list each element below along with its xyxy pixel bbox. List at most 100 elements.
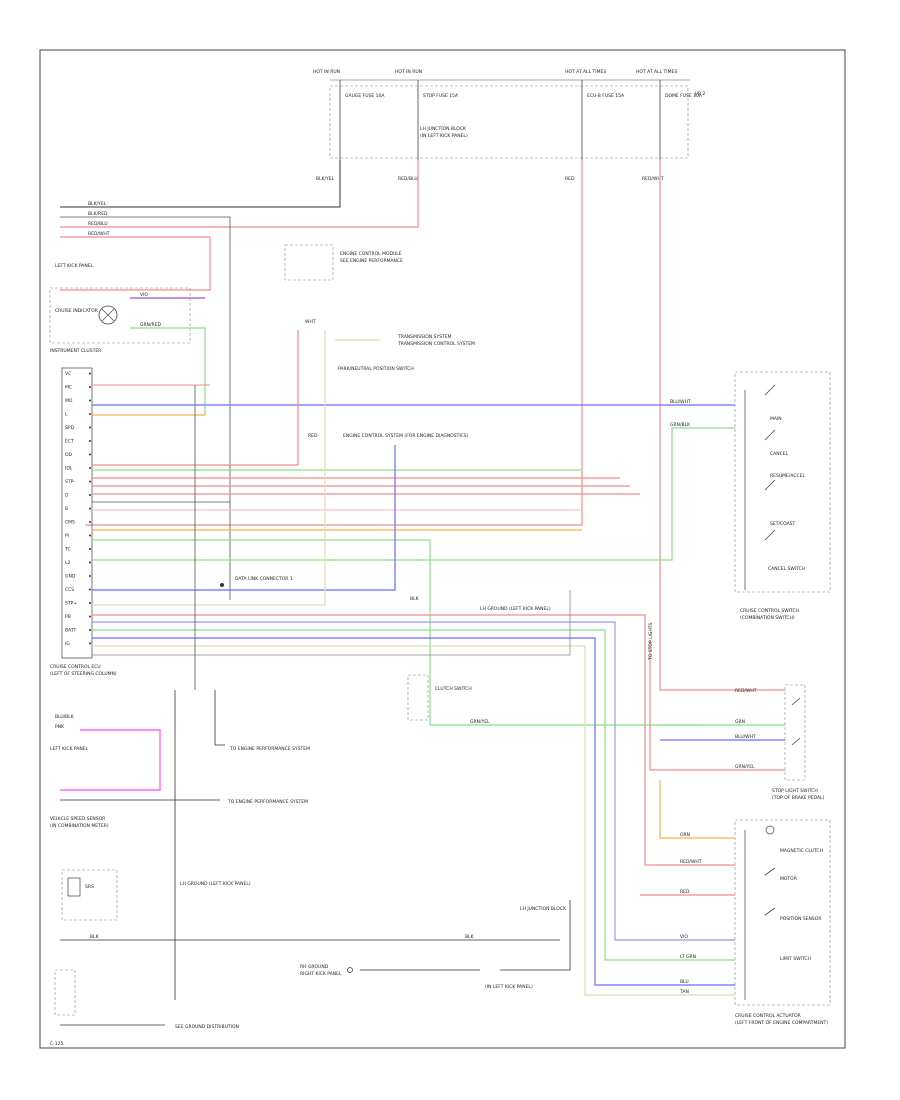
ecu-pin-label: PB [65,614,71,620]
feed-wires [60,160,785,691]
label-clutch-switch: CLUTCH SWITCH [435,686,472,692]
label-magnet-clutch: MAGNETIC CLUTCH [780,848,823,854]
wire-code-blk-lower-2: BLK [465,934,475,940]
wire-code-pnk-lower: PNK [55,724,65,730]
label-main-switch: MAIN [770,416,782,422]
label-cancel-switch: CANCEL [770,451,789,457]
ecu-pin-terminal [89,548,91,550]
label-instrument-cluster: INSTRUMENT CLUSTER [50,348,101,354]
svg-text:ECU-B FUSE 15A: ECU-B FUSE 15A [587,93,625,99]
wire-code-blu-wht-main: BLU/WHT [670,399,691,405]
wire-code-stop-4: GRN/YEL [735,764,755,770]
stop-light-switch: STOP LIGHT SWITCH (TOP OF BRAKE PEDAL) R… [648,623,825,801]
label-neutral-start: PARK/NEUTRAL POSITION SWITCH [338,366,414,372]
ecu-pin-terminal [89,386,91,388]
svg-text:STOP FUSE 15A: STOP FUSE 15A [423,93,459,99]
wire-code-blk-yel-top: BLK/YEL [316,176,335,182]
label-trans-control-system: TRANSMISSION CONTROL SYSTEM [397,341,475,347]
wire-rh-to-junction [500,900,571,971]
ecu-pin-label: TC [64,547,71,553]
label-to-engine-perf-2: TO ENGINE PERFORMANCE SYSTEM [229,746,310,752]
ecu-pin-label: OD [65,452,73,458]
label-cancel-switch-lower: CANCEL SWITCH [768,566,805,572]
ecu-pin-label: STP+ [65,601,77,607]
cruise-switch-outline [734,371,831,593]
stop-fuse: STOP FUSE 15A [417,80,459,160]
wire-code-act-5: LT GRN [680,954,696,960]
label-jb-fuse-lower: (IN LEFT KICK PANEL) [485,984,533,990]
wire-code-grn-red-cluster: GRN/RED [140,322,161,328]
wire-ecu-tan-dlc [92,330,326,606]
srs-module-outline [61,869,118,921]
wire-code-bundle-4: RED/WHT [88,231,110,237]
label-cruise-ecu-location: (LEFT OF STEERING COLUMN) [50,671,117,677]
label-hot-in-run-b: HOT IN RUN [395,69,422,75]
rh-ground-point-icon [347,967,353,973]
ecu-pin-terminal [89,426,91,429]
ecu-pin-terminal [89,507,91,510]
ecu-pin-label: CMS [65,520,75,526]
wire-stop-feed [60,160,419,228]
wire-code-bundle-3: RED/BLU [88,221,108,227]
ecu-pin-terminal [89,575,91,577]
label-rh-ground: RH GROUND [300,964,329,970]
ecu-connector-block [61,367,93,659]
label-right-kick-panel: RIGHT KICK PANEL [300,971,342,977]
wire-ecu-green-actuator-2 [92,629,700,961]
label-ecm: ENGINE CONTROL MODULE [340,251,402,257]
ecu-pin-label: CCS [65,587,74,593]
wire-code-wht-ecm: WHT [305,319,316,325]
wire-ecu-green-switch [92,427,735,561]
cluster-feed-bundle: BLK/YEL BLK/RED RED/BLU RED/WHT LEFT KIC… [55,201,231,600]
data-link-connector: DATA LINK CONNECTOR 1 [220,576,293,587]
wire-code-grn-yel: GRN/YEL [470,719,490,725]
label-jb2: J/B 2 [694,91,705,97]
engine-control-module: ENGINE CONTROL MODULE SEE ENGINE PERFORM… [284,244,475,439]
label-actuator-location: (LEFT FRONT OF ENGINE COMPARTMENT) [735,1020,828,1026]
wire-code-blk-lower-1: BLK [90,934,100,940]
ecu-pin-terminal [89,372,91,375]
diagram-frame [39,49,846,1049]
wire-code-vio-cluster: VIO [140,292,148,298]
label-motor: MOTOR [780,876,797,882]
wire-stop-red [649,640,785,771]
ecu-pin-label: VC [65,371,71,377]
label-to-stop-lamps: TO STOP LIGHTS [648,623,654,661]
wire-ecu-violet-actuator [92,621,700,941]
ecu-pin-terminal [89,413,91,415]
cruise-control-actuator: MAGNETIC CLUTCH MOTOR POSITION SENSOR LI… [640,780,831,1026]
label-hot-in-run-a: HOT IN RUN [313,69,340,75]
label-engine-control-system: ENGINE CONTROL SYSTEM (FOR ENGINE DIAGNO… [343,433,469,439]
resume-switch-contact [764,479,776,491]
ecu-pin-list: VCMCMOLSPDECTODIDLSTP-DBCMSPITCL2GNDCCSS… [64,371,91,647]
main-switch-contact [764,384,776,396]
dlc-terminal-icon [220,583,224,587]
wire-code-stop-2: GRN [735,719,745,725]
label-cruise-control-actuator: CRUISE CONTROL ACTUATOR [735,1013,801,1019]
ecu-pin-label: ECT [65,439,74,445]
ecu-pin-label: L2 [65,560,71,566]
wire-ecu-tc [92,330,299,466]
wire-ecu-to-engine [214,690,225,746]
label-left-kick-ground-lower: LH GROUND (LEFT KICK PANEL) [180,881,251,887]
cancel-switch-contact [764,429,776,441]
label-resume-switch: RESUME/ACCEL [770,473,805,479]
ecu-pin-label: B [65,506,68,512]
cruise-control-switch: MAIN CANCEL RESUME/ACCEL SET/COAST CANCE… [734,371,831,621]
ecm-connector-outline [284,244,334,281]
ecu-pin-label: IDL [65,466,73,472]
ecu-pin-label: MC [65,385,72,391]
actuator-outline [734,819,831,1006]
srs-relay-icon [67,877,81,897]
wire-code-bundle-1: BLK/YEL [88,201,107,207]
wire-actuator-orange [659,780,700,839]
label-set-switch: SET/COAST [770,521,796,527]
wire-code-red-blu-top: RED/BLU [398,176,418,182]
wire-code-blk-center: BLK [410,596,420,602]
ecu-pin-terminal [89,534,91,537]
ecu-pin-terminal [89,629,91,631]
ecu-pin-terminal [89,480,91,483]
svg-text:DOME FUSE 10A: DOME FUSE 10A [665,93,703,99]
label-jb-fuse-panel: (IN LEFT KICK PANEL) [420,133,468,139]
